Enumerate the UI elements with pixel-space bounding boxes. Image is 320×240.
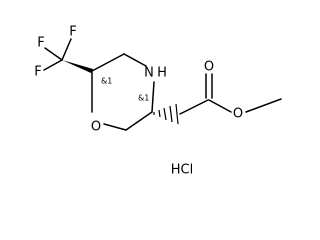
bond-n4-c3 [151, 81, 155, 113]
atom-f-left-bottom: F [34, 65, 41, 80]
wedge-bond-c6-cf3 [62, 60, 93, 73]
bond-cf-top [61, 38, 72, 61]
bond-ester-oxygen-methyl [245, 98, 282, 113]
salt-label: HCl [171, 163, 193, 178]
bond-c2-o1 [103, 123, 127, 131]
bond-c6-c5 [91, 53, 125, 72]
stereo-label-c6: &1 [101, 77, 112, 86]
bond-c5-n4 [123, 53, 147, 67]
atom-h: H [157, 66, 167, 81]
atom-o-ring: O [91, 120, 101, 135]
bond-c3-c2 [125, 111, 153, 131]
bond-ch2-carbonyl-carbon [179, 99, 209, 115]
bond-cf-left-top [44, 47, 63, 61]
atom-n: N [144, 66, 154, 81]
atom-f-top: F [69, 25, 76, 40]
hash-bond-c3-ch2 [153, 103, 179, 125]
atom-o-ester: O [233, 107, 243, 122]
chemical-structure: F F F N H O O O &1 &1 HCl [34, 25, 282, 178]
bond-carbonyl-ester-oxygen [208, 99, 232, 113]
bond-cf-left-bottom [43, 59, 63, 71]
atom-o-carbonyl: O [204, 60, 214, 75]
atom-f-left-top: F [37, 36, 44, 51]
stereo-label-c3: &1 [138, 94, 149, 103]
